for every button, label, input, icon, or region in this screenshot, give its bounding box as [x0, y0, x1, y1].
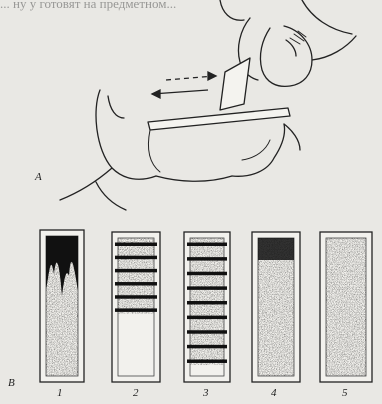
upper-thumb	[260, 26, 312, 86]
stipple-fill	[118, 238, 154, 314]
smear-strip-5	[320, 232, 372, 382]
panel-label-b: В	[8, 378, 15, 389]
strip-number-1: 1	[57, 388, 63, 399]
smear-band	[187, 257, 227, 261]
strip-number-3: 3	[203, 388, 209, 399]
strip-number-4: 4	[271, 388, 277, 399]
smear-band	[187, 272, 227, 276]
lower-thumb	[96, 90, 156, 179]
smear-band	[187, 316, 227, 320]
smear-band	[115, 295, 157, 299]
movement-arrows	[152, 72, 216, 98]
arrow-right-head	[208, 72, 216, 80]
smear-band	[187, 301, 227, 305]
panel-label-a: А	[35, 172, 42, 183]
smear-band	[187, 243, 227, 247]
smear-band	[115, 256, 157, 260]
smear-strips	[40, 230, 372, 382]
dark-smear-head	[258, 238, 294, 260]
hand-illustration	[60, 0, 356, 210]
smear-strip-4	[252, 232, 300, 382]
smear-band	[187, 330, 227, 334]
cover-glass	[220, 58, 250, 110]
smear-strip-2	[112, 232, 160, 382]
smear-band	[115, 308, 157, 312]
smear-band	[187, 345, 227, 349]
smear-band	[115, 243, 157, 247]
smear-band	[187, 286, 227, 290]
glass-slide	[148, 108, 290, 130]
smear-band	[115, 282, 157, 286]
arrow-right-line	[166, 76, 214, 80]
stipple-fill	[326, 238, 366, 376]
arrow-left-head	[152, 90, 160, 98]
strip-number-2: 2	[133, 388, 139, 399]
strip-number-5: 5	[342, 388, 348, 399]
smear-strip-1	[40, 230, 84, 382]
smear-strip-3	[184, 232, 230, 382]
smear-band	[187, 359, 227, 363]
smear-band	[115, 269, 157, 273]
